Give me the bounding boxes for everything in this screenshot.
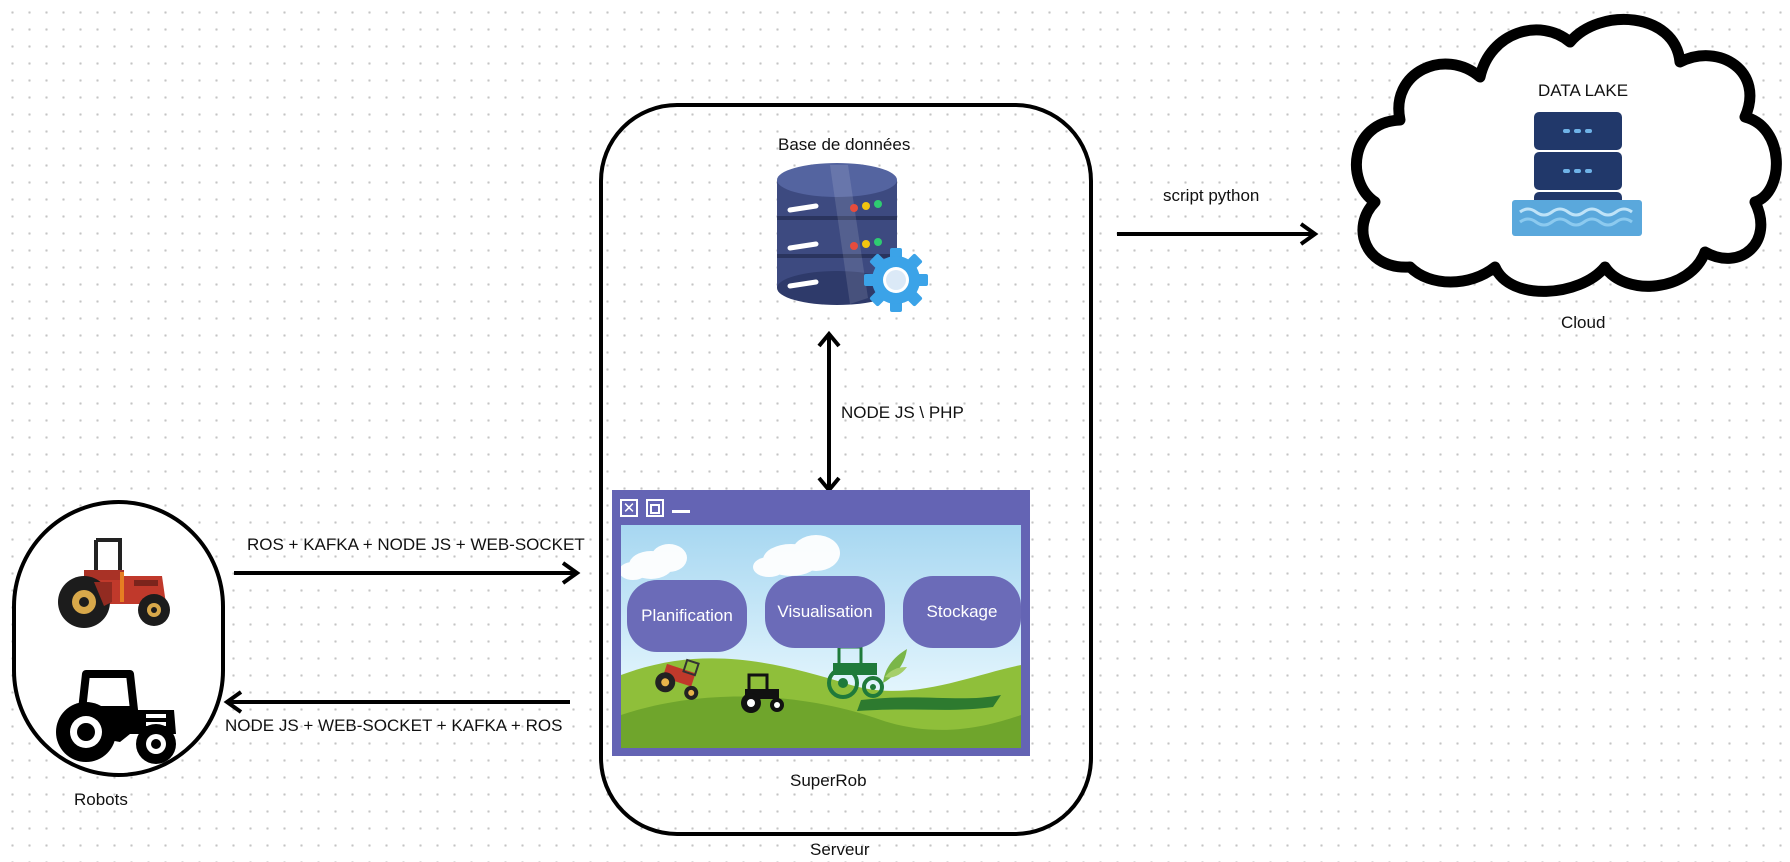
db-app-connection-label: NODE JS \ PHP [841, 403, 964, 422]
module-planification-button[interactable]: Planification [627, 580, 747, 652]
app-name-label: SuperRob [790, 771, 867, 790]
maximize-icon[interactable] [646, 499, 664, 517]
server-to-robots-arrow [222, 689, 572, 715]
module-visualisation-button[interactable]: Visualisation [765, 576, 885, 648]
database-label: Base de données [778, 135, 911, 154]
green-tractor-illustration [821, 643, 911, 703]
robots-to-server-label: ROS + KAFKA + NODE JS + WEB-SOCKET [247, 535, 585, 554]
robots-label: Robots [74, 790, 128, 809]
superrob-app-window: ✕ [612, 490, 1030, 756]
server-to-robots-label: NODE JS + WEB-SOCKET + KAFKA + ROS [225, 716, 563, 735]
black-tractor-icon [50, 670, 182, 766]
red-tractor-illustration [651, 655, 711, 703]
cloud-label: Cloud [1561, 313, 1606, 332]
robots-to-server-arrow [232, 560, 582, 586]
server-label: Serveur [810, 840, 870, 859]
server-cloud-arrow [1115, 220, 1320, 248]
landscape-illustration [621, 535, 1021, 748]
data-lake-title: DATA LAKE [1538, 81, 1629, 100]
black-tractor-illustration [733, 673, 787, 715]
red-tractor-icon [54, 532, 174, 632]
app-screen: Planification Visualisation Stockage [621, 525, 1021, 748]
database-icon [772, 158, 932, 318]
server-container [599, 103, 1093, 836]
module-stockage-button[interactable]: Stockage [903, 576, 1021, 648]
close-icon[interactable]: ✕ [620, 499, 638, 517]
data-lake-icon [1510, 108, 1645, 238]
app-titlebar: ✕ [615, 493, 1027, 523]
minimize-icon[interactable] [672, 499, 690, 517]
robots-container [12, 500, 225, 777]
server-cloud-connection-label: script python [1163, 186, 1260, 205]
